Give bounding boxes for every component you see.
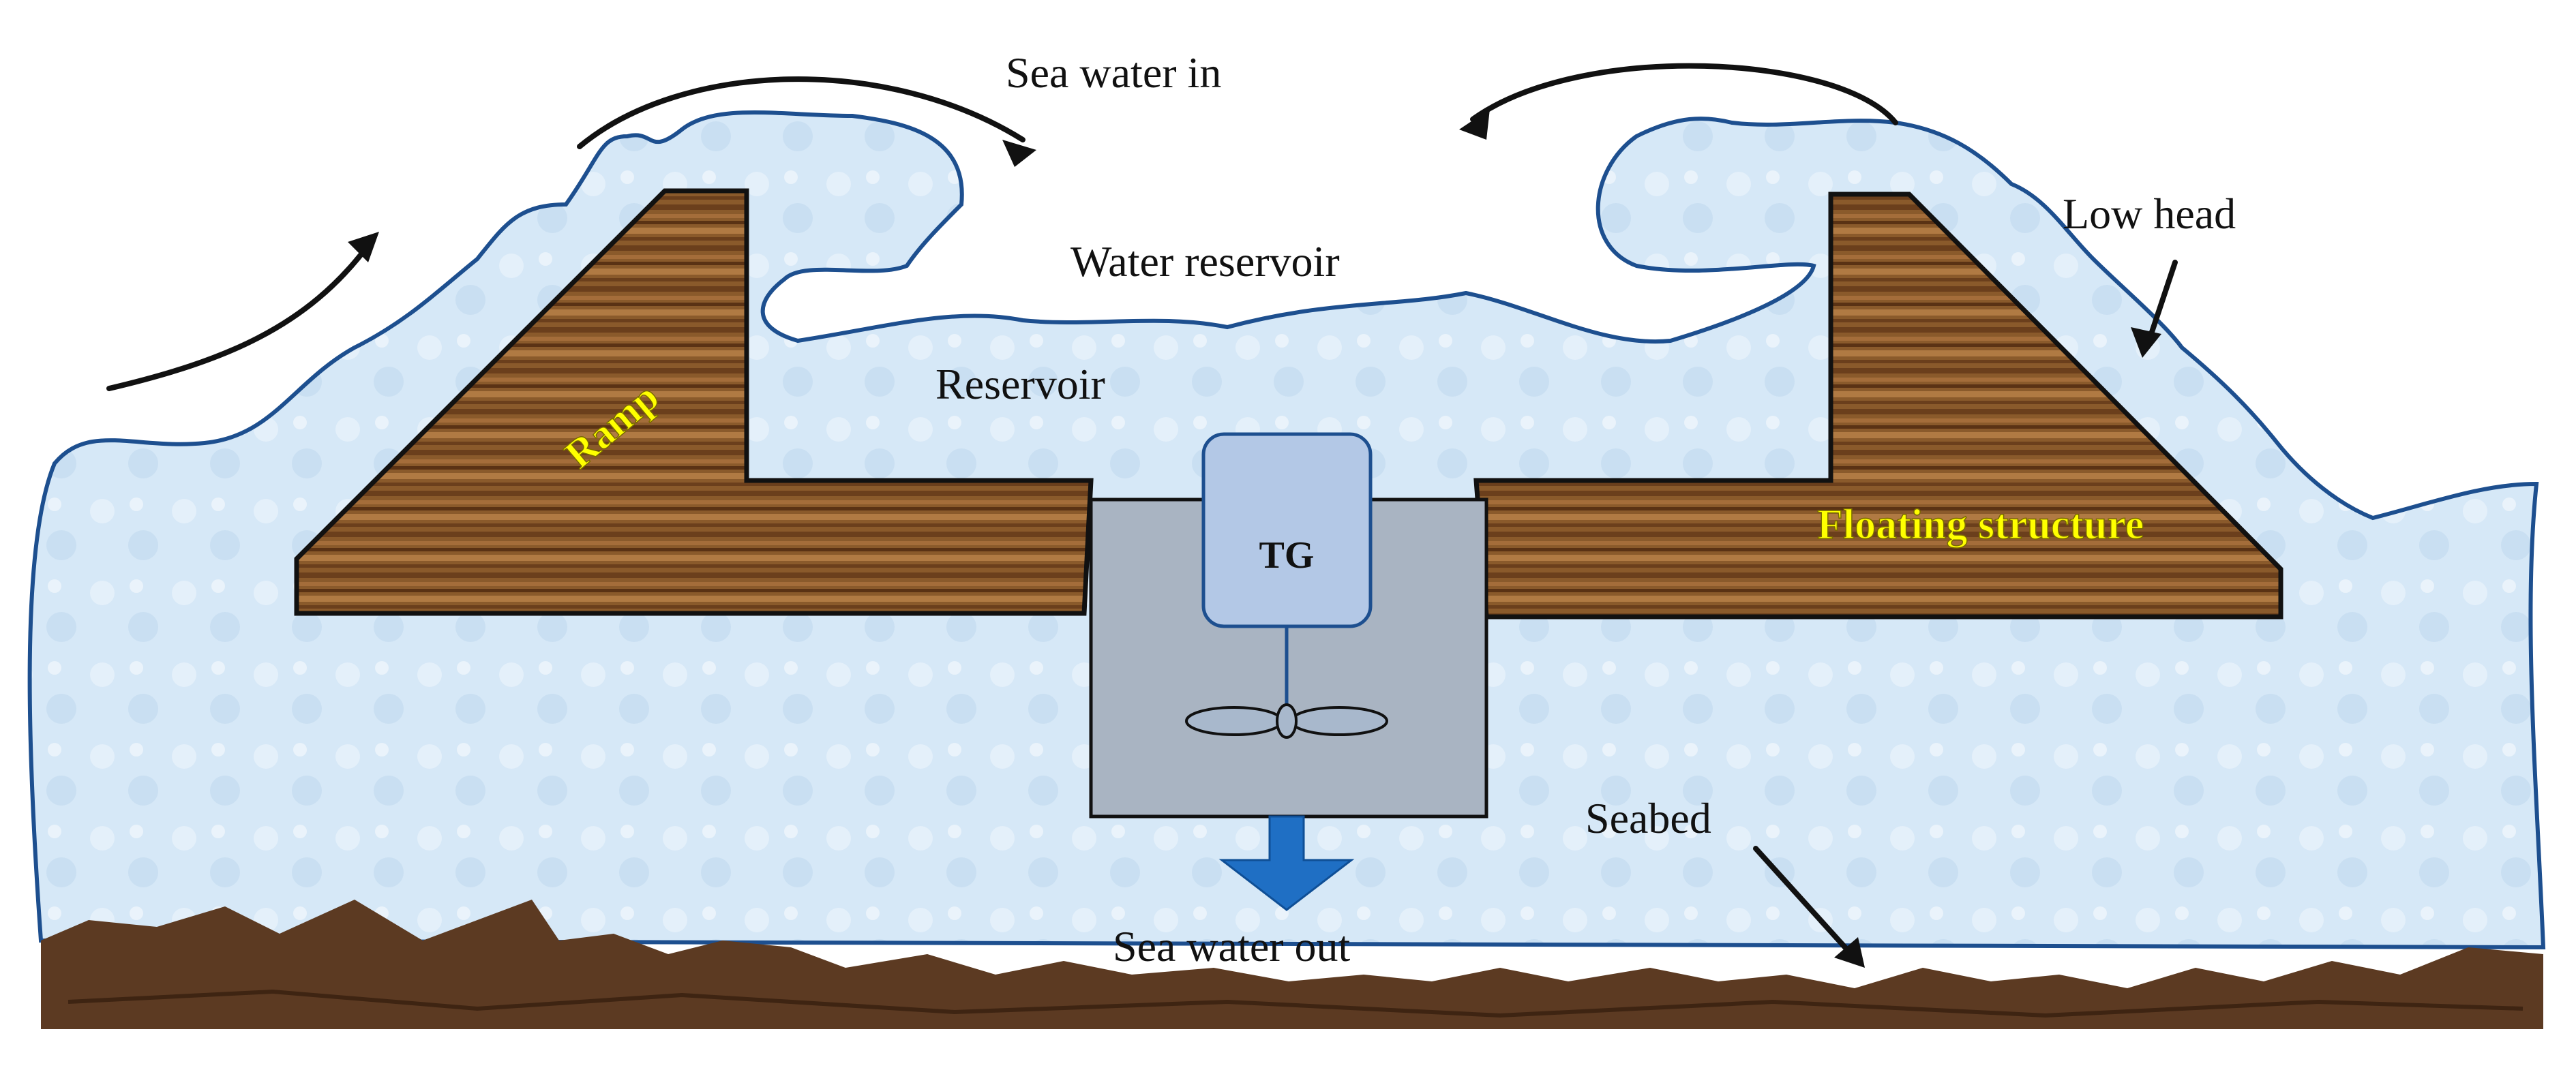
- label-water-reservoir: Water reservoir: [1070, 237, 1340, 286]
- label-floating-structure: Floating structure: [1817, 502, 2144, 548]
- label-reservoir: Reservoir: [935, 360, 1105, 408]
- incoming-wave-arrow: [106, 243, 371, 391]
- arrowheads: [348, 109, 2161, 968]
- arrowhead-incoming: [348, 232, 379, 262]
- flow-arrows: [106, 63, 2178, 957]
- arrowhead-overtopping: [1002, 140, 1036, 167]
- propeller-hub: [1276, 703, 1298, 739]
- left-ramp-structure: [294, 188, 1094, 616]
- low-head-arrow: [2145, 260, 2178, 347]
- propeller-blade-left: [1185, 706, 1283, 736]
- label-sea-water-out: Sea water out: [1113, 922, 1351, 970]
- arrowhead-return: [1459, 109, 1490, 140]
- label-low-head: Low head: [2063, 189, 2236, 238]
- propeller-blade-right: [1290, 706, 1388, 736]
- label-sea-water-in: Sea water in: [1006, 48, 1221, 97]
- label-seabed: Seabed: [1585, 794, 1711, 842]
- tg-label: TG: [1259, 534, 1315, 577]
- outflow-arrow-icon: [1218, 815, 1355, 911]
- arrowhead-seabed: [1834, 937, 1865, 968]
- arrowhead-low-head: [2131, 327, 2161, 358]
- right-floating-structure: [1473, 192, 2283, 620]
- return-arrow: [1470, 63, 1898, 125]
- seabed-texture: [68, 989, 2523, 1018]
- seabed-arrow: [1753, 846, 1854, 957]
- overtopping-arrow: [577, 76, 1025, 149]
- generator-box: [1201, 432, 1373, 628]
